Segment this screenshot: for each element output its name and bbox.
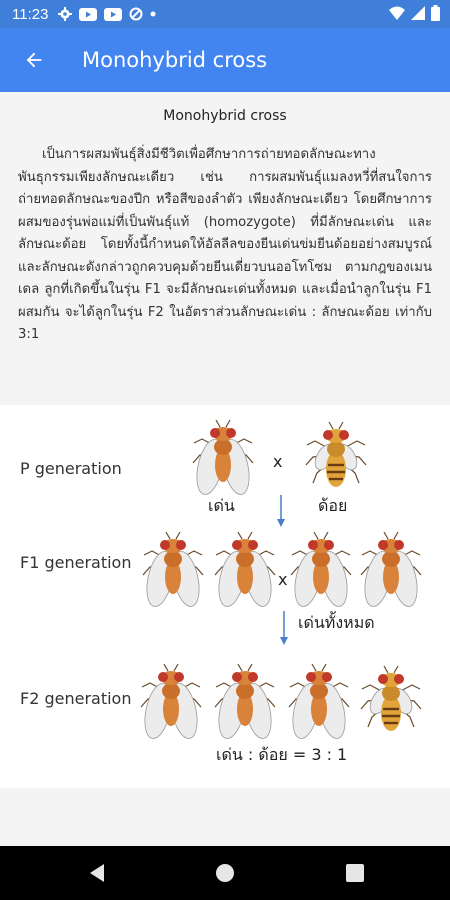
dominant-label: เด่น — [208, 496, 235, 515]
app-title: Monohybrid cross — [82, 48, 268, 72]
content-body: เป็นการผสมพันธุ์สิ่งมีชีวิตเพื่อศึกษาการ… — [18, 147, 432, 342]
fly-dominant-f1 — [289, 531, 353, 610]
status-time: 11:23 — [12, 5, 49, 23]
bottom-spacer — [0, 788, 450, 846]
arrow-down-icon — [277, 495, 285, 527]
fly-dominant-f1 — [213, 531, 277, 610]
signal-icon — [411, 6, 425, 20]
nav-recents-icon[interactable] — [342, 860, 368, 886]
content-heading: Monohybrid cross — [163, 108, 287, 124]
battery-icon — [431, 5, 440, 21]
content-section: Monohybrid cross เป็นการผสมพันธุ์สิ่งมีช… — [0, 92, 450, 405]
p-generation-label: P generation — [20, 459, 122, 478]
recessive-label: ด้อย — [318, 496, 348, 515]
status-right-icons — [389, 5, 440, 21]
app-bar: Monohybrid cross — [0, 28, 450, 92]
sync-icon — [129, 7, 143, 21]
fly-dominant-f1 — [141, 531, 205, 610]
system-nav-bar — [0, 846, 450, 900]
fly-dominant-f2 — [213, 663, 277, 742]
status-icons — [58, 7, 156, 21]
gear-icon — [58, 7, 73, 21]
back-button[interactable] — [10, 36, 58, 84]
arrow-down-icon — [280, 611, 288, 645]
nav-home-icon[interactable] — [212, 860, 238, 886]
status-bar: 11:23 — [0, 0, 450, 28]
dot-icon — [150, 11, 156, 17]
fly-dominant-f2 — [139, 663, 203, 742]
ratio-label: เด่น : ด้อย = 3 : 1 — [216, 745, 348, 764]
fly-recessive-p — [304, 420, 368, 489]
fly-dominant-f2 — [287, 663, 351, 742]
fly-recessive-f2 — [359, 664, 423, 733]
wifi-icon — [389, 6, 405, 20]
cross-symbol-f1: x — [278, 570, 288, 589]
f1-result-label: เด่นทั้งหมด — [298, 613, 375, 632]
nav-back-icon[interactable] — [84, 860, 110, 886]
monohybrid-diagram: P generation F1 generation F2 generation… — [0, 405, 450, 788]
f1-generation-label: F1 generation — [20, 553, 132, 572]
youtube-icon — [104, 7, 123, 21]
arrow-back-icon — [26, 52, 42, 68]
cross-symbol-p: x — [273, 452, 283, 471]
f2-generation-label: F2 generation — [20, 689, 132, 708]
fly-dominant-p — [191, 419, 255, 498]
youtube-icon — [79, 7, 98, 21]
fly-dominant-f1 — [359, 531, 423, 610]
